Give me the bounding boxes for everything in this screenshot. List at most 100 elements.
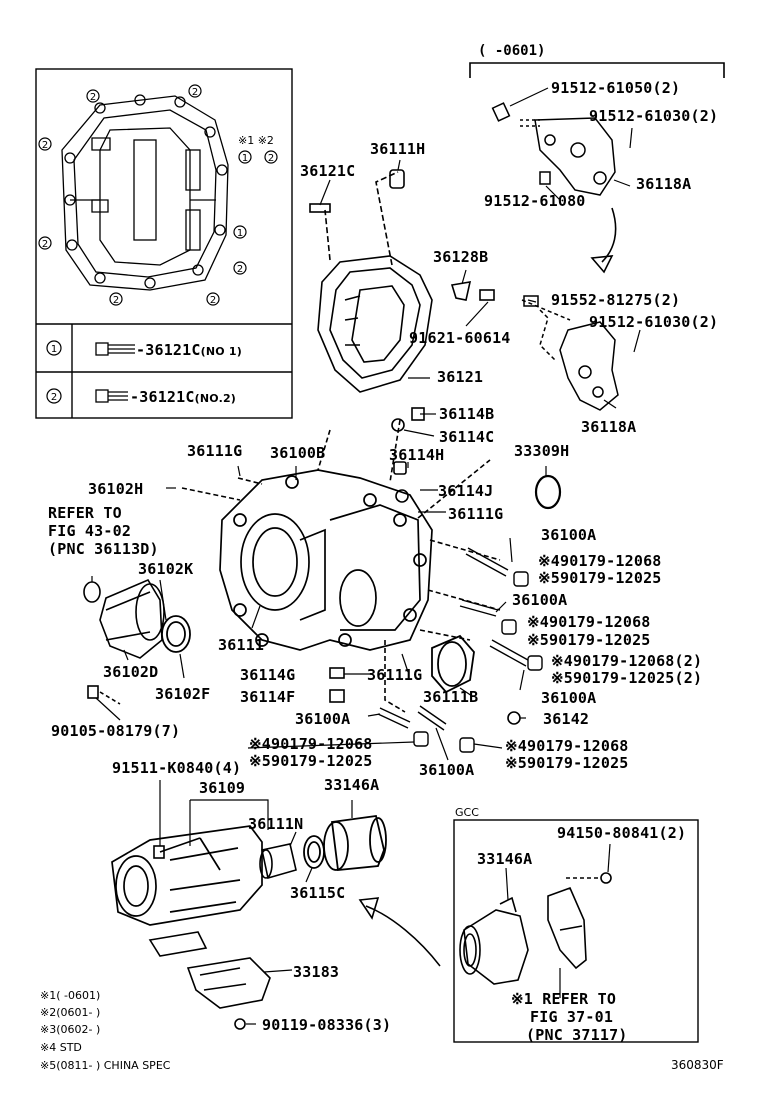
stud-36100A-set [377,547,529,731]
inset-legend-part-2: -36121C(NO.2) [130,388,237,406]
label-91512-61030-b: 91512-61030(2) [589,313,719,331]
plug-36111H [389,169,405,189]
label-36121: 36121 [437,368,484,386]
label-36111G-c: 36111G [367,666,423,684]
label-94150-80841: 94150-80841(2) [557,824,687,842]
label-36111B: 36111B [423,688,479,706]
seal-36102F [161,615,191,653]
label-90179-china-e: ※590179-12025 [505,754,629,772]
label-36100A-c: 36100A [541,689,597,707]
footnote-4: ※4 STD [40,1041,82,1054]
bracket-33183 [148,931,271,1030]
label-90105-08179: 90105-08179(7) [51,722,181,740]
callout-1-a: 1 [238,150,252,164]
callout-2-c: 2 [188,84,202,98]
label-36118A-upper: 36118A [636,175,692,193]
main-case-36111 [219,469,433,651]
label-36118A-lower: 36118A [581,418,637,436]
label-36100B: 36100B [270,444,326,462]
inset-note: ※1 ※2 [238,134,274,147]
label-33146A: 33146A [324,776,380,794]
refer-main-line-1: REFER TO [48,504,122,522]
clip-36128B [450,281,472,301]
ring-36102K [83,581,101,603]
label-36121C: 36121C [300,162,356,180]
label-36114F: 36114F [240,688,296,706]
label-36111: 36111 [218,636,265,654]
label-90179-china-d: ※590179-12025 [249,752,373,770]
callout-1-b: 1 [233,225,247,239]
svg-text:2: 2 [192,87,198,98]
label-90179-china-c: ※590179-12025(2) [551,669,703,687]
label-91512-61080: 91512-61080 [484,192,586,210]
inset-legend-part-1: -36121C(NO 1) [136,341,242,359]
svg-text:2: 2 [237,264,243,275]
label-36100A-e: 36100A [419,761,475,779]
label-36111H: 36111H [370,140,426,158]
svg-text:2: 2 [42,239,48,250]
label-36102H: 36102H [88,480,144,498]
label-36114H: 36114H [389,446,445,464]
legend-marker-1: 1 [46,340,62,356]
label-91552-81275: 91552-81275(2) [551,291,681,309]
plug-36114H [393,461,407,475]
gcc-refer-line-3: (PNC 37117) [526,1026,628,1044]
label-36100A-d: 36100A [295,710,351,728]
label-36114G: 36114G [240,666,296,684]
label-36100A-a: 36100A [541,526,597,544]
callout-2-b: 2 [86,89,100,103]
bracket-36118A-lower [521,295,619,411]
gcc-arrow [365,905,441,967]
callout-2-a: 2 [38,137,52,151]
svg-text:2: 2 [42,140,48,151]
label-36102F: 36102F [155,685,211,703]
label-36111N: 36111N [248,815,304,833]
plug-36114G [329,667,345,679]
svg-text:2: 2 [210,295,216,306]
sleeve-33146A [323,814,387,871]
inset-legend-bolts [95,342,135,403]
bracket-36118A-upper [491,102,616,196]
seal-33309H [534,474,562,510]
footnote-3: ※3(0602- ) [40,1023,101,1036]
bracket-transfer-arrow [601,207,617,263]
label-33309H: 33309H [514,442,570,460]
label-36100A-b: 36100A [512,591,568,609]
svg-text:2: 2 [113,295,119,306]
spacer-36111N [259,843,297,880]
bolt-91621 [479,289,495,301]
bolt-36121C [309,203,331,213]
seal-36115C [303,835,325,869]
rear-cover-36121 [317,171,433,393]
callout-2-h: 2 [206,292,220,306]
label-90179-china-a: ※590179-12025 [538,569,662,587]
inset-callouts: 2 2 2 1 2 1 2 2 2 2 1 2 [38,84,278,404]
svg-text:1: 1 [242,153,248,164]
label-36115C: 36115C [290,884,346,902]
label-36128B: 36128B [433,248,489,266]
svg-text:1: 1 [237,228,243,239]
plug-36142 [507,711,521,725]
seal-36111B [431,634,475,694]
housing-36102D [99,578,165,659]
label-91512-61050: 91512-61050(2) [551,79,681,97]
label-90179-std-a: ※490179-12068 [538,552,662,570]
callout-2-f: 2 [233,261,247,275]
label-36102D: 36102D [103,663,159,681]
plug-36114F [329,689,345,703]
gcc-title: GCC [455,806,479,819]
label-33183: 33183 [293,963,340,981]
callout-2-d: 2 [264,150,278,164]
label-gcc-33146A: 33146A [477,850,533,868]
footnote-2: ※2(0601- ) [40,1006,101,1019]
label-36109: 36109 [199,779,246,797]
label-90179-china-b: ※590179-12025 [527,631,651,649]
label-36114B: 36114B [439,405,495,423]
date-range-bracket [469,62,725,78]
bolt-90105 [87,685,99,699]
bolt-91511 [153,845,165,859]
footnote-5: ※5(0811- ) CHINA SPEC [40,1059,171,1072]
gcc-frame [453,819,699,1043]
